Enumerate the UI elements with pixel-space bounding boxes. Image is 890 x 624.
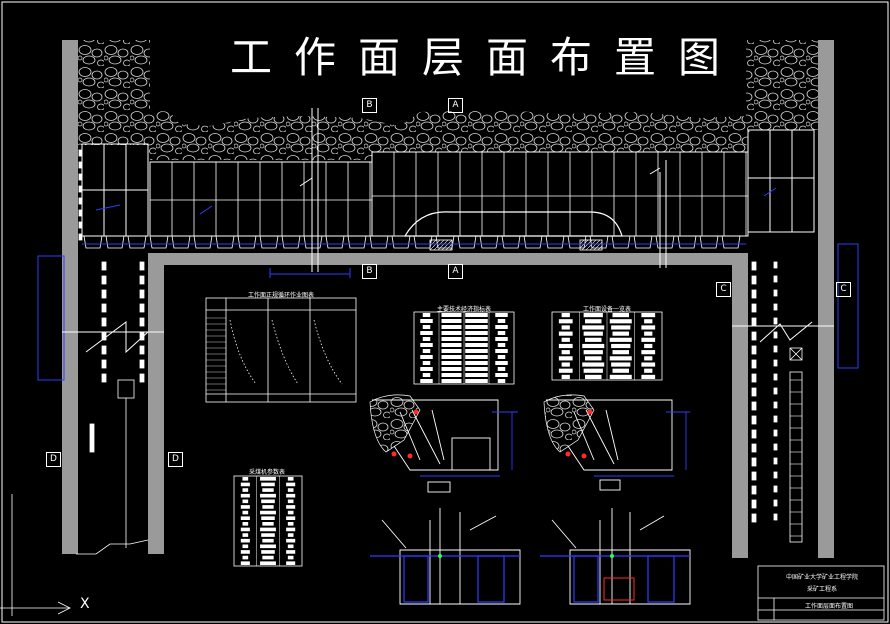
right-roadway-wall-inner [732,258,748,558]
title-block-drawing-name: 工作面层面布置图 [804,603,853,610]
section-label-c-right: C [836,282,851,297]
shearer [403,211,623,237]
section-label-d-right: D [168,452,183,467]
blue-annotations [37,187,859,381]
drawing-title: 工作面层面布置图 [230,33,743,82]
rock-zone [78,40,818,160]
left-roadway-wall-outer [62,40,78,554]
title-block-school: 中国矿业大学矿业工程学院 [785,574,858,581]
face-bottom-roadway [148,253,748,265]
axis-x-label: X [80,596,90,612]
support-table-caption: 采煤机参数表 [248,469,285,476]
equipment-table-caption: 工作面设备一览表 [582,306,631,313]
section-label-c-left: C [716,282,731,297]
title-block [757,565,885,621]
roadway-section-b [551,508,691,605]
left-roadway-wall-inner [148,258,164,554]
section-label-a-bottom: A [448,264,463,279]
tech-table-caption: 主要技术经济指标表 [436,306,491,313]
right-roadway-wall-outer [818,40,834,558]
section-label-d-left: D [46,452,61,467]
section-label-b-bottom: B [362,264,377,279]
schedule-table [205,297,357,403]
schedule-table-caption: 工作面正规循环作业图表 [247,292,314,299]
section-label-a-top: A [448,98,463,113]
section-label-b-top: B [362,98,377,113]
title-block-dept: 采矿工程系 [806,586,837,593]
support-row [81,129,815,237]
